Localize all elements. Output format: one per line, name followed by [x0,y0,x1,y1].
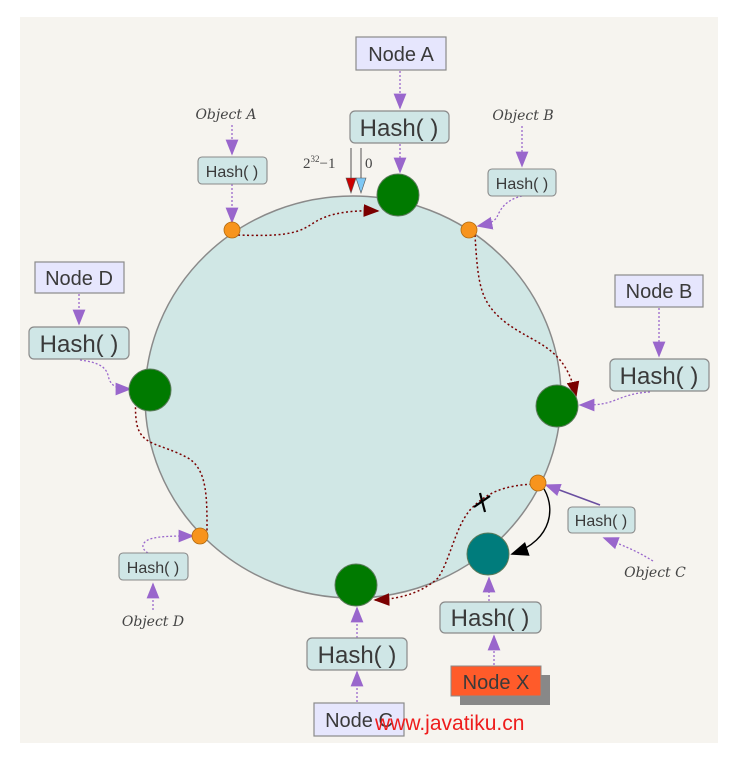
hash-label: Hash( ) [496,176,548,193]
node-x-point[interactable] [466,532,510,576]
object-d-point[interactable] [191,527,209,545]
object-b-label: Object B [492,108,553,124]
node-a-label: Node A [368,44,434,66]
route-object-d-to-node-d [129,375,208,536]
hash-box-node-x: Hash( ) [439,601,542,634]
node-b-box[interactable]: Node B [614,274,704,308]
hash-box-object-c: Hash( ) [567,506,636,534]
node-a-point[interactable] [376,173,420,217]
node-c-label: Node C [325,710,393,732]
object-c-label: Object C [624,565,686,581]
hash-box-node-c: Hash( ) [306,637,408,671]
hash-label: Hash( ) [40,331,119,358]
node-a-box[interactable]: Node A [355,36,447,71]
route-arrows [129,204,580,606]
zero-marker-icon [355,177,367,194]
node-x-box[interactable]: Node X [450,665,550,705]
object-points [191,221,547,545]
max-marker-icon [345,177,357,194]
hash-arrows [72,71,666,702]
broken-route-x-icon [473,492,491,513]
object-b-point[interactable] [460,221,478,239]
node-d-point[interactable] [128,368,172,412]
node-b-label: Node B [626,281,693,303]
zero-hash-label: 0 [365,156,373,172]
node-d-box[interactable]: Node D [34,261,125,294]
object-a-point[interactable] [223,221,241,239]
route-object-b-to-node-b [474,234,580,398]
object-c-point[interactable] [529,474,547,492]
node-x-label: Node X [463,672,530,694]
hash-label: Hash( ) [206,164,258,181]
hash-label: Hash( ) [360,115,439,142]
hash-box-object-b: Hash( ) [487,168,557,197]
object-d-label: Object D [122,614,184,630]
hash-label: Hash( ) [620,363,699,390]
node-points [128,173,579,607]
hash-box-node-d: Hash( ) [28,326,130,360]
hash-box-node-a: Hash( ) [349,110,450,144]
hash-label: Hash( ) [575,513,627,530]
node-d-label: Node D [45,268,113,290]
node-b-point[interactable] [535,384,579,428]
watermark: www.javatiku.cn [374,712,524,735]
hash-box-object-d: Hash( ) [118,552,189,581]
node-c-point[interactable] [334,563,378,607]
hash-label: Hash( ) [127,560,179,577]
object-a-label: Object A [195,107,256,123]
hash-box-object-a: Hash( ) [197,156,268,185]
hash-box-node-b: Hash( ) [609,358,710,392]
ring-origin-markers: 232−1 0 [303,148,373,194]
hash-arrow-object-c-to-ring [544,483,601,506]
node-c-box[interactable]: Node C [313,702,405,737]
hash-label: Hash( ) [318,642,397,669]
hash-label: Hash( ) [451,605,530,632]
max-hash-label: 232−1 [303,154,335,172]
